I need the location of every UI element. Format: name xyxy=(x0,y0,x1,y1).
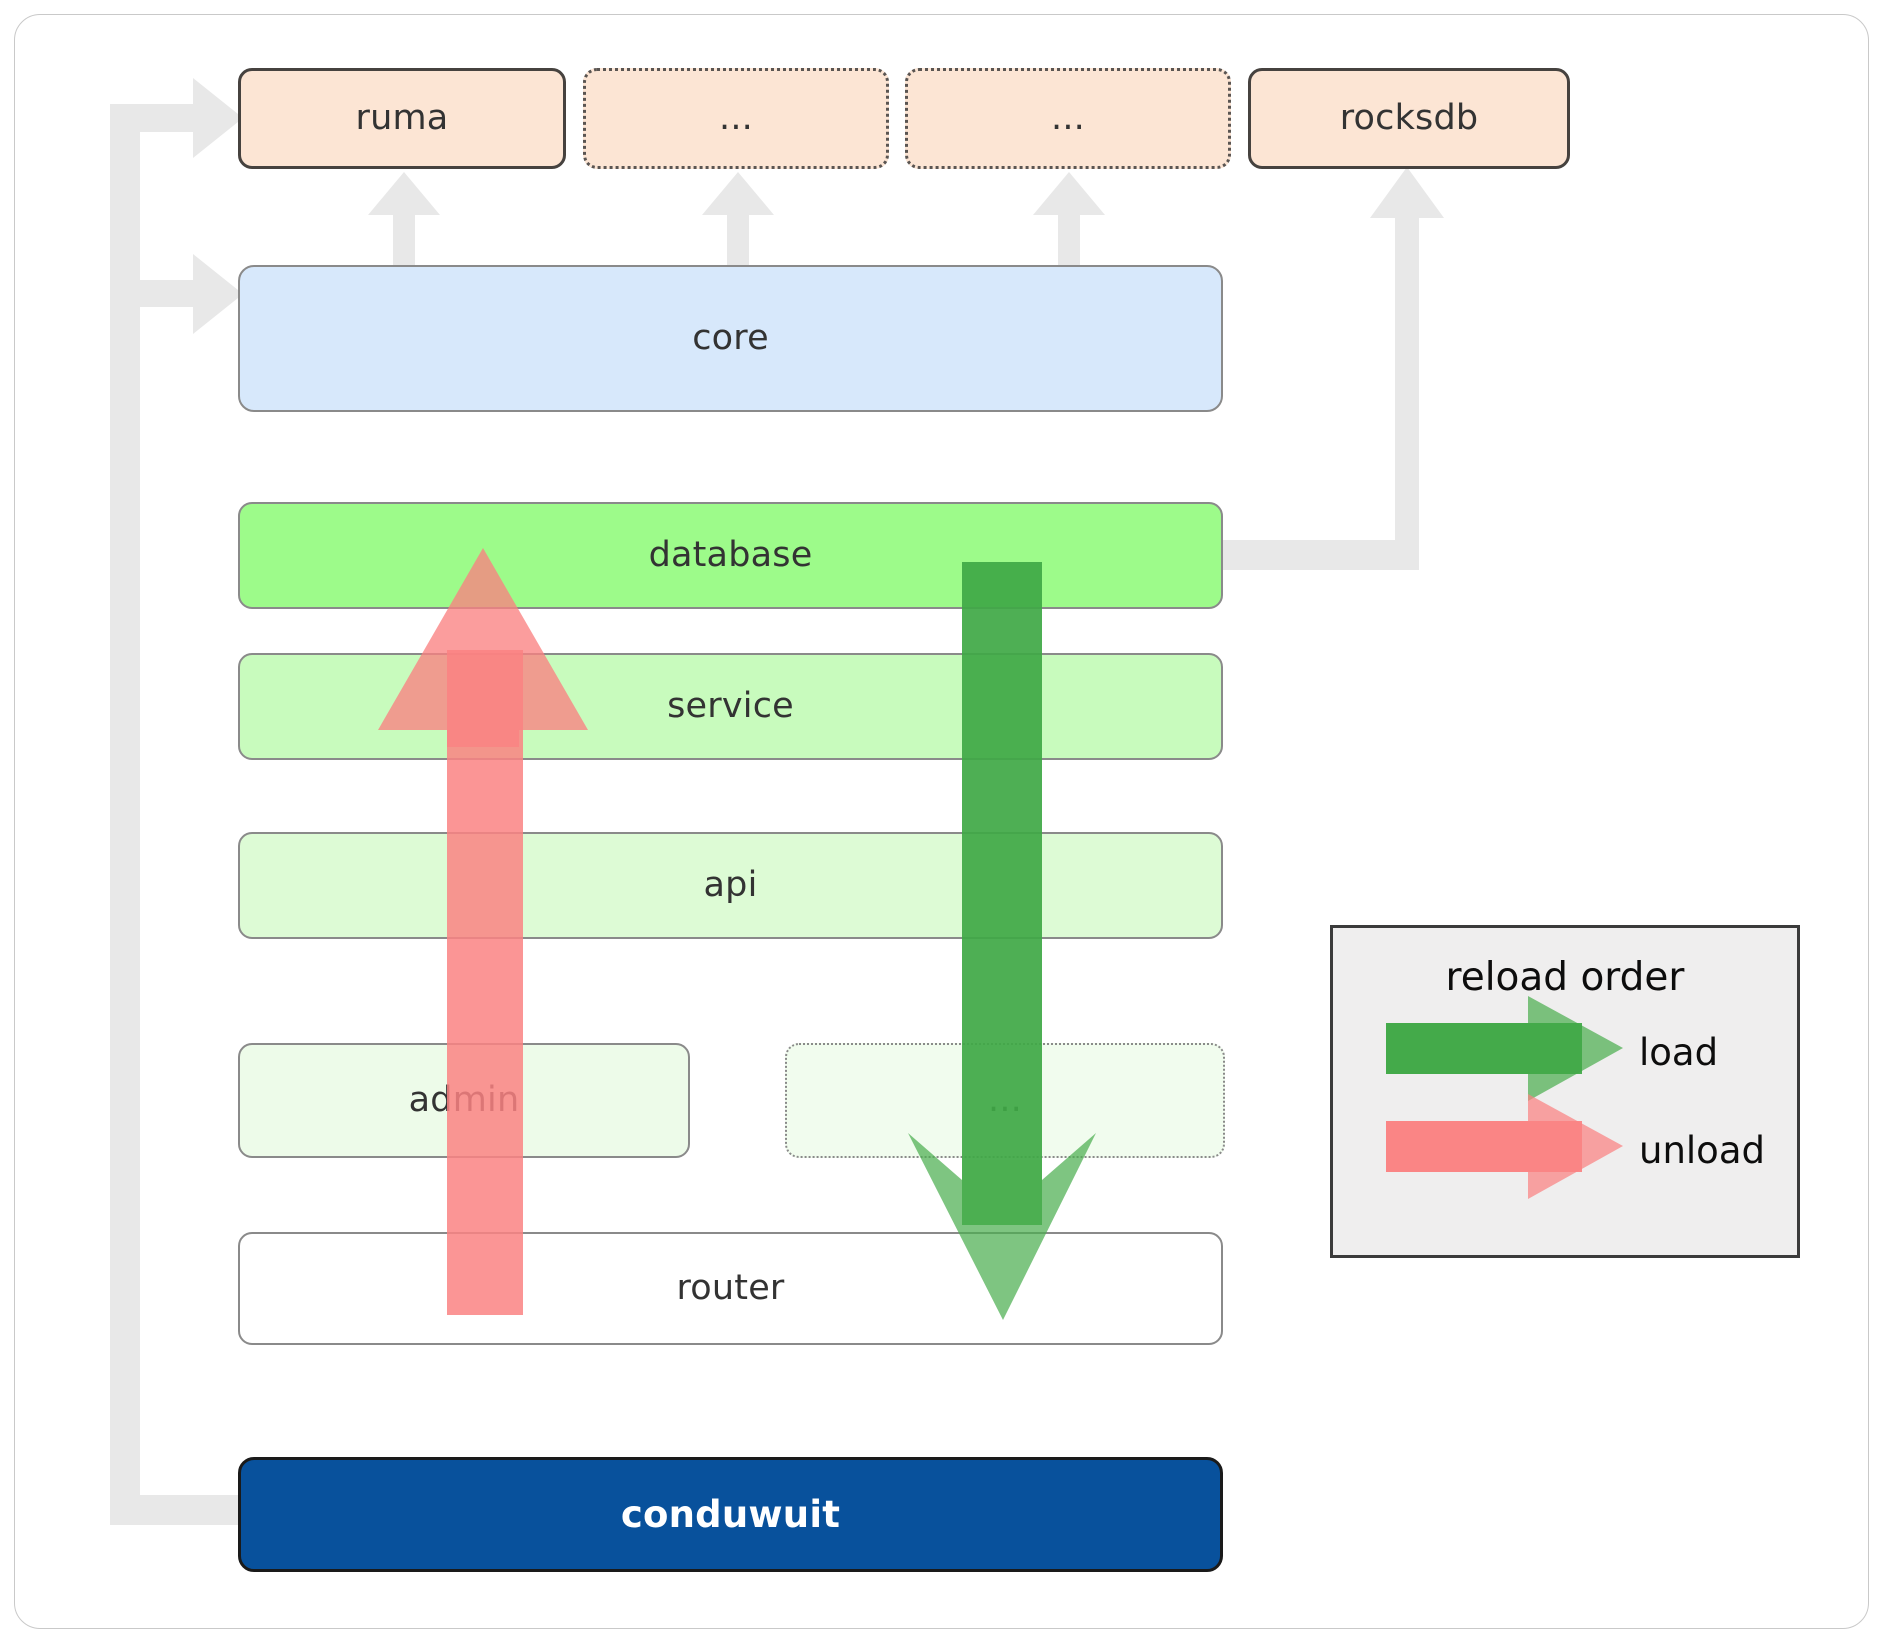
legend-panel: reload order load unload xyxy=(1330,925,1800,1258)
legend-unload-label: unload xyxy=(1639,1129,1765,1172)
connector-arrow-core xyxy=(110,254,243,334)
connector-database-to-rocksdb xyxy=(1223,540,1395,570)
unload-arrow xyxy=(378,548,588,1315)
connector-rocksdb-riser xyxy=(1370,167,1444,570)
unload-arrowhead xyxy=(378,548,588,747)
connector-arrow-core-ext2 xyxy=(1033,172,1105,265)
legend-load-arrow xyxy=(1386,996,1623,1101)
node-rocksdb[interactable]: rocksdb xyxy=(1248,68,1570,169)
load-shaft xyxy=(962,562,1042,1225)
legend-title: reload order xyxy=(1445,955,1685,1000)
load-arrow xyxy=(908,562,1096,1320)
legend-load-label: load xyxy=(1639,1031,1719,1074)
connector-arrow-core-ruma xyxy=(368,172,440,265)
node-api[interactable]: api xyxy=(238,832,1223,939)
unload-shaft xyxy=(447,650,523,1315)
connector-binary-trunk xyxy=(110,113,140,1525)
legend-unload-arrow xyxy=(1386,1094,1623,1199)
legend-arrows xyxy=(1386,996,1623,1199)
connector-arrow-ruma xyxy=(110,78,243,158)
legend-load-shaft xyxy=(1386,1023,1582,1074)
connector-binary-to-root xyxy=(110,1495,238,1525)
node-database[interactable]: database xyxy=(238,502,1223,609)
connector-arrow-core-ext1 xyxy=(702,172,774,265)
legend-unload-shaft xyxy=(1386,1121,1582,1172)
load-arrowhead xyxy=(908,1133,1096,1320)
node-conduwuit[interactable]: conduwuit xyxy=(238,1457,1223,1572)
node-ext-2[interactable]: ... xyxy=(905,68,1231,169)
